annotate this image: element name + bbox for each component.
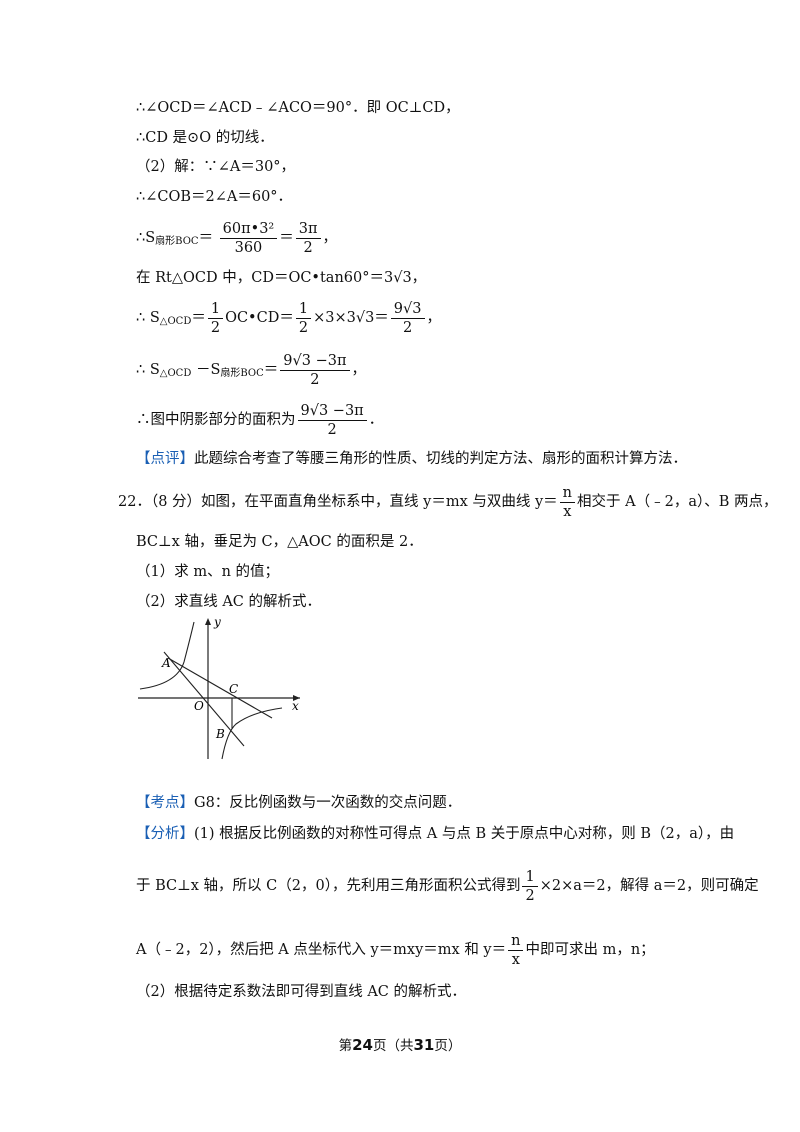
fenxi-line-4: （2）根据待定系数法即可得到直线 AC 的解析式． xyxy=(136,984,467,1000)
fraction-denominator: x xyxy=(563,503,572,520)
fraction-numerator: 1 xyxy=(522,868,538,887)
formula-text: ， xyxy=(426,310,442,326)
fenxi-text: 中即可求出 m，n； xyxy=(525,942,655,958)
formula-subscript: 扇形BOC xyxy=(220,368,264,379)
fraction-denominator: 360 xyxy=(234,239,263,256)
fraction-denominator: 2 xyxy=(310,371,320,388)
formula-text: ∴ S xyxy=(136,310,160,326)
page-number: 24 xyxy=(352,1036,373,1054)
footer-text: 第 xyxy=(338,1038,353,1054)
hyperbola-branch-lower-right xyxy=(221,707,283,760)
solution-line-3: （2）解：∵∠A＝30°， xyxy=(136,159,296,175)
question-22-line-2: BC⊥x 轴，垂足为 C，△AOC 的面积是 2． xyxy=(136,534,423,550)
formula-text: ∴图中阴影部分的面积为 xyxy=(136,412,296,428)
fraction-numerator: 3π xyxy=(295,220,321,239)
formula-subscript: △OCD xyxy=(159,368,192,379)
fenxi-text: A（﹣2，2），然后把 A 点坐标代入 y＝mxy＝mx 和 y＝ xyxy=(136,942,507,958)
formula-text: ×3×3√3＝ xyxy=(313,310,389,326)
formula-text: ， xyxy=(322,230,338,246)
label-y: y xyxy=(213,615,221,629)
formula-text: ． xyxy=(368,412,384,428)
fraction-denominator: 2 xyxy=(210,319,221,336)
fraction-numerator: 9√3 −3π xyxy=(297,402,367,421)
fraction-numerator: 60π•3² xyxy=(219,220,278,239)
question-text: 22．（8 分）如图，在平面直角坐标系中，直线 y＝mx 与双曲线 y＝ xyxy=(118,494,558,510)
fenxi-text: ×2×a＝2，解得 a＝2，则可确定 xyxy=(539,878,759,894)
fraction-numerator: 1 xyxy=(295,300,312,319)
label-o: O xyxy=(194,699,204,713)
kaodian-tag: 【考点】 xyxy=(136,795,194,811)
solution-line-4: ∴∠COB＝2∠A＝60°． xyxy=(136,189,293,205)
fraction-denominator: x xyxy=(511,951,520,968)
x-axis-arrow xyxy=(293,695,300,701)
page-total: 31 xyxy=(413,1036,435,1054)
label-a: A xyxy=(161,656,171,670)
formula-text: ∴ S xyxy=(136,362,160,378)
kaodian-line: 【考点】G8：反比例函数与一次函数的交点问题． xyxy=(136,793,461,813)
comment-line: 【点评】此题综合考查了等腰三角形的性质、切线的判定方法、扇形的面积计算方法． xyxy=(136,449,687,469)
footer-text: 页） xyxy=(434,1038,462,1054)
fenxi-text: 于 BC⊥x 轴，所以 C（2，0），先利用三角形面积公式得到 xyxy=(136,878,521,894)
comment-text: 此题综合考查了等腰三角形的性质、切线的判定方法、扇形的面积计算方法． xyxy=(194,451,687,467)
solution-line-6: 在 Rt△OCD 中，CD＝OC•tan60°＝3√3， xyxy=(136,270,427,286)
question-22-part-2: （2）求直线 AC 的解析式． xyxy=(136,594,322,610)
y-axis-arrow xyxy=(205,618,211,625)
fraction-numerator: n xyxy=(508,932,524,951)
fraction-numerator: 1 xyxy=(207,300,224,319)
hyperbola-branch-upper-left xyxy=(139,621,195,690)
fraction-denominator: 2 xyxy=(525,887,535,904)
formula-subscript: 扇形BOC xyxy=(155,236,199,247)
formula-text: ＝ xyxy=(198,230,214,246)
fraction-numerator: 9√3 −3π xyxy=(280,352,350,371)
formula-text: OC•CD＝ xyxy=(225,310,294,326)
kaodian-text: G8：反比例函数与一次函数的交点问题． xyxy=(194,795,462,811)
question-22-part-1: （1）求 m、n 的值； xyxy=(136,564,280,580)
fraction-denominator: 2 xyxy=(298,319,309,336)
coordinate-figure: y x A C O B xyxy=(138,615,300,760)
formula-text: ∴S xyxy=(136,230,156,246)
fraction-denominator: 2 xyxy=(303,239,313,256)
formula-subscript: △OCD xyxy=(159,316,192,327)
page-footer: 第24页（共31页） xyxy=(0,1034,800,1054)
fenxi-line-1: 【分析】(1) 根据反比例函数的对称性可得点 A 与点 B 关于原点中心对称，则… xyxy=(136,824,734,844)
solution-line-1: ∴∠OCD＝∠ACD﹣∠ACO＝90°．即 OC⊥CD， xyxy=(136,100,460,116)
fraction-denominator: 2 xyxy=(403,319,413,336)
label-c: C xyxy=(229,682,238,696)
fraction-numerator: n xyxy=(559,484,576,503)
question-text: 相交于 A（﹣2，a）、B 两点， xyxy=(577,494,778,510)
fraction-numerator: 9√3 xyxy=(390,300,425,319)
fenxi-text: (1) 根据反比例函数的对称性可得点 A 与点 B 关于原点中心对称，则 B（2… xyxy=(194,826,735,842)
label-b: B xyxy=(215,727,225,741)
comment-tag: 【点评】 xyxy=(136,451,194,467)
formula-text: ， xyxy=(351,362,367,378)
line-ab xyxy=(163,651,245,747)
fraction-denominator: 2 xyxy=(327,421,337,438)
fenxi-tag: 【分析】 xyxy=(136,826,194,842)
formula-text: －S xyxy=(191,362,221,378)
footer-text: 页（共 xyxy=(373,1038,414,1054)
solution-line-2: ∴CD 是⊙O 的切线． xyxy=(136,130,274,146)
line-ac xyxy=(167,657,273,719)
label-x: x xyxy=(292,699,299,713)
